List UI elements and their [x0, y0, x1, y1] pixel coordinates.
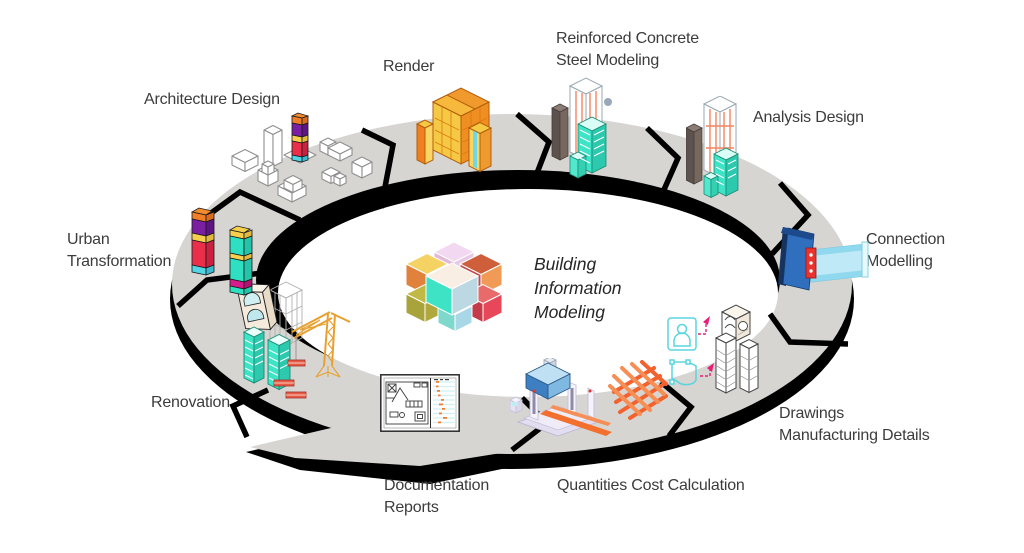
- segment-divider: [645, 126, 682, 203]
- station-label: Renovation: [151, 394, 230, 411]
- station-label: Architecture Design: [144, 91, 280, 108]
- station-label: Drawings Manufacturing Details: [779, 405, 930, 444]
- analysis-building-icon: [686, 96, 739, 199]
- station-label: Render: [383, 58, 435, 75]
- render-building-icon: [415, 87, 493, 173]
- center-title-line: Building: [534, 254, 597, 274]
- station-label: Urban Transformation: [67, 231, 172, 270]
- center-title-line: Modeling: [534, 302, 606, 322]
- colored-towers-icon: [190, 207, 253, 296]
- segment-divider: [229, 387, 270, 439]
- bim-cubes-icon: [404, 241, 504, 333]
- segment-divider: [360, 127, 397, 209]
- segment-divider: [659, 379, 695, 438]
- center-title-line: Information: [534, 278, 622, 298]
- segment-divider: [767, 312, 849, 347]
- segment-divider: [515, 111, 553, 187]
- floorplan-sheet-icon: [380, 374, 460, 432]
- station-label: Quantities Cost Calculation: [557, 477, 745, 494]
- rebar-machine-icon: [510, 358, 668, 437]
- architecture-design-icon: [231, 112, 373, 203]
- center-title: Building Information Modeling: [534, 252, 622, 324]
- drawings-detail-icon: [667, 304, 760, 394]
- reinforced-concrete-icon: [551, 77, 612, 179]
- crane-renovation-icon: [236, 281, 351, 399]
- ring-hole: [278, 189, 778, 397]
- station-label: Analysis Design: [753, 109, 864, 126]
- steel-connection-icon: [778, 227, 869, 291]
- station-label: Reinforced Concrete Steel Modeling: [556, 30, 699, 69]
- station-label: Connection Modelling: [866, 231, 945, 270]
- station-label: Documentation Reports: [384, 477, 490, 516]
